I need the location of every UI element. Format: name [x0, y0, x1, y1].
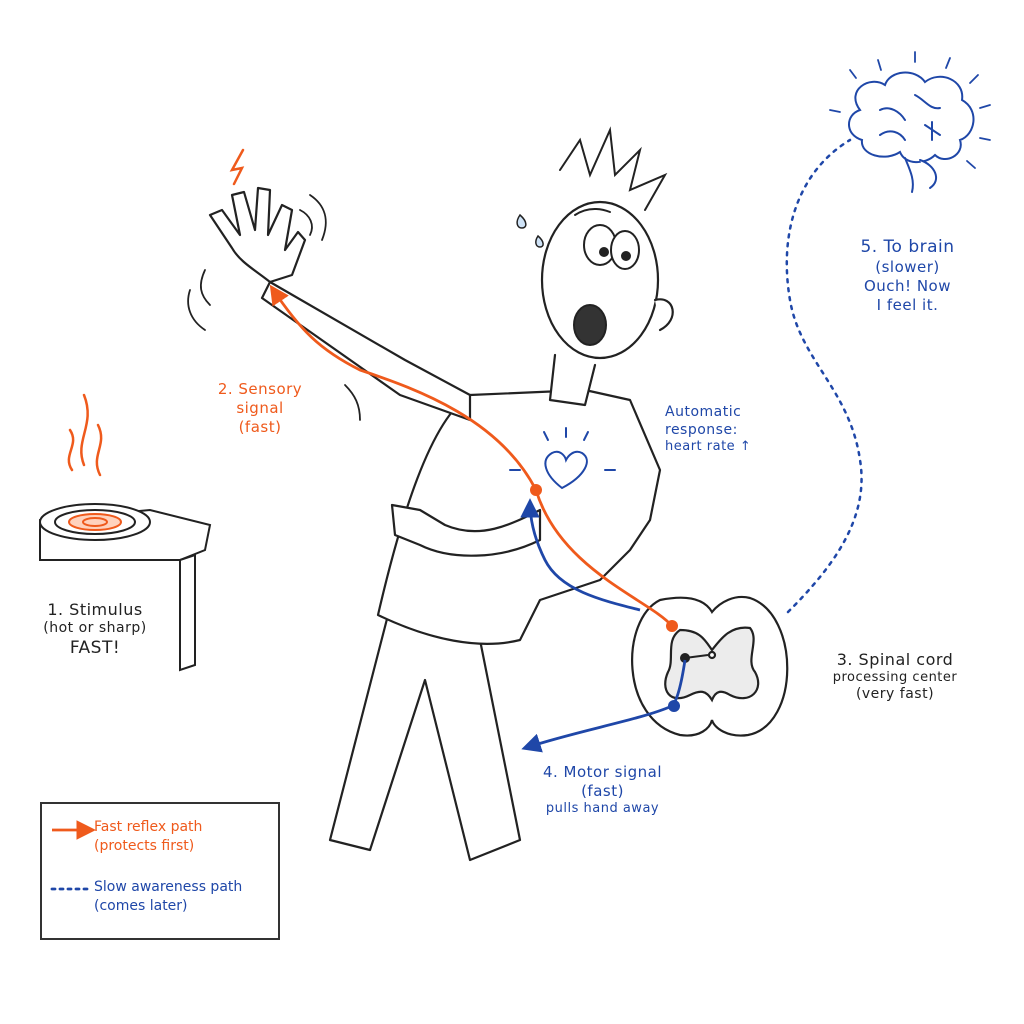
- label-spinal: 3. Spinal cord processing center (very f…: [800, 650, 990, 704]
- label-spinal-line2: processing center: [832, 670, 958, 685]
- stove-burner-icon: [39, 503, 212, 672]
- sensory-path-arrow: [269, 284, 674, 627]
- sensory-node-cord: [666, 620, 678, 632]
- spinal-cord-icon: [631, 595, 789, 737]
- label-stimulus-line1: 1. Stimulus: [47, 600, 143, 619]
- label-automatic-line2: response:: [665, 421, 738, 438]
- label-brain: 5. To brain (slower) Ouch! Now I feel it…: [845, 237, 970, 315]
- label-sensory: 2. Sensory signal (fast): [200, 380, 320, 436]
- label-brain-line1: 5. To brain: [860, 237, 955, 257]
- label-motor-line1: 4. Motor signal: [542, 763, 663, 781]
- label-motor-line2: (fast): [581, 781, 624, 800]
- heart-icon: [509, 427, 616, 490]
- label-sensory-line1: 2. Sensory: [217, 380, 303, 398]
- label-sensory-line3: (fast): [238, 417, 282, 436]
- synapse-node: [680, 653, 709, 663]
- motor-path-arrow: [521, 659, 687, 753]
- brain-glow-lines: [829, 51, 991, 169]
- legend-fast-entry: Fast reflex path (protects first): [54, 818, 202, 856]
- legend-slow-sublabel: (comes later): [94, 897, 188, 914]
- brain-icon: [848, 71, 975, 193]
- label-motor-line3: pulls hand away: [545, 800, 660, 816]
- label-automatic-line1: Automatic: [665, 404, 742, 420]
- legend-fast-sublabel: (protects first): [94, 837, 195, 854]
- label-stimulus-line2: (hot or sharp): [43, 620, 147, 636]
- pain-spark-icon: [229, 148, 245, 186]
- label-brain-line3: Ouch! Now: [863, 277, 951, 295]
- label-stimulus: 1. Stimulus (hot or sharp) FAST!: [20, 600, 170, 659]
- sensory-node-chest: [530, 484, 542, 496]
- legend-box: Fast reflex path (protects first) Slow a…: [40, 802, 280, 940]
- motor-node: [668, 700, 680, 712]
- awareness-path-dotted: [785, 138, 863, 614]
- label-automatic: Automatic response: heart rate ↑: [665, 404, 775, 455]
- label-stimulus-line3: FAST!: [69, 637, 121, 658]
- legend-fast-label: Fast reflex path: [94, 819, 203, 835]
- label-motor: 4. Motor signal (fast) pulls hand away: [515, 763, 690, 817]
- label-brain-line4: I feel it.: [876, 295, 939, 314]
- label-brain-line2: (slower): [875, 258, 940, 277]
- person-figure: [208, 186, 674, 862]
- motion-lines-icon: [187, 194, 361, 421]
- autonomic-path-arrow: [520, 498, 641, 612]
- label-automatic-line3: heart rate ↑: [665, 439, 752, 454]
- label-spinal-line1: 3. Spinal cord: [836, 650, 954, 669]
- label-sensory-line2: signal: [236, 398, 284, 417]
- legend-slow-label: Slow awareness path: [94, 879, 243, 895]
- legend-slow-entry: Slow awareness path (comes later): [54, 878, 242, 916]
- heat-waves-icon: [67, 393, 103, 477]
- label-spinal-line3: (very fast): [855, 686, 935, 703]
- sweat-drops-icon: [516, 213, 544, 248]
- face-details: [559, 126, 668, 346]
